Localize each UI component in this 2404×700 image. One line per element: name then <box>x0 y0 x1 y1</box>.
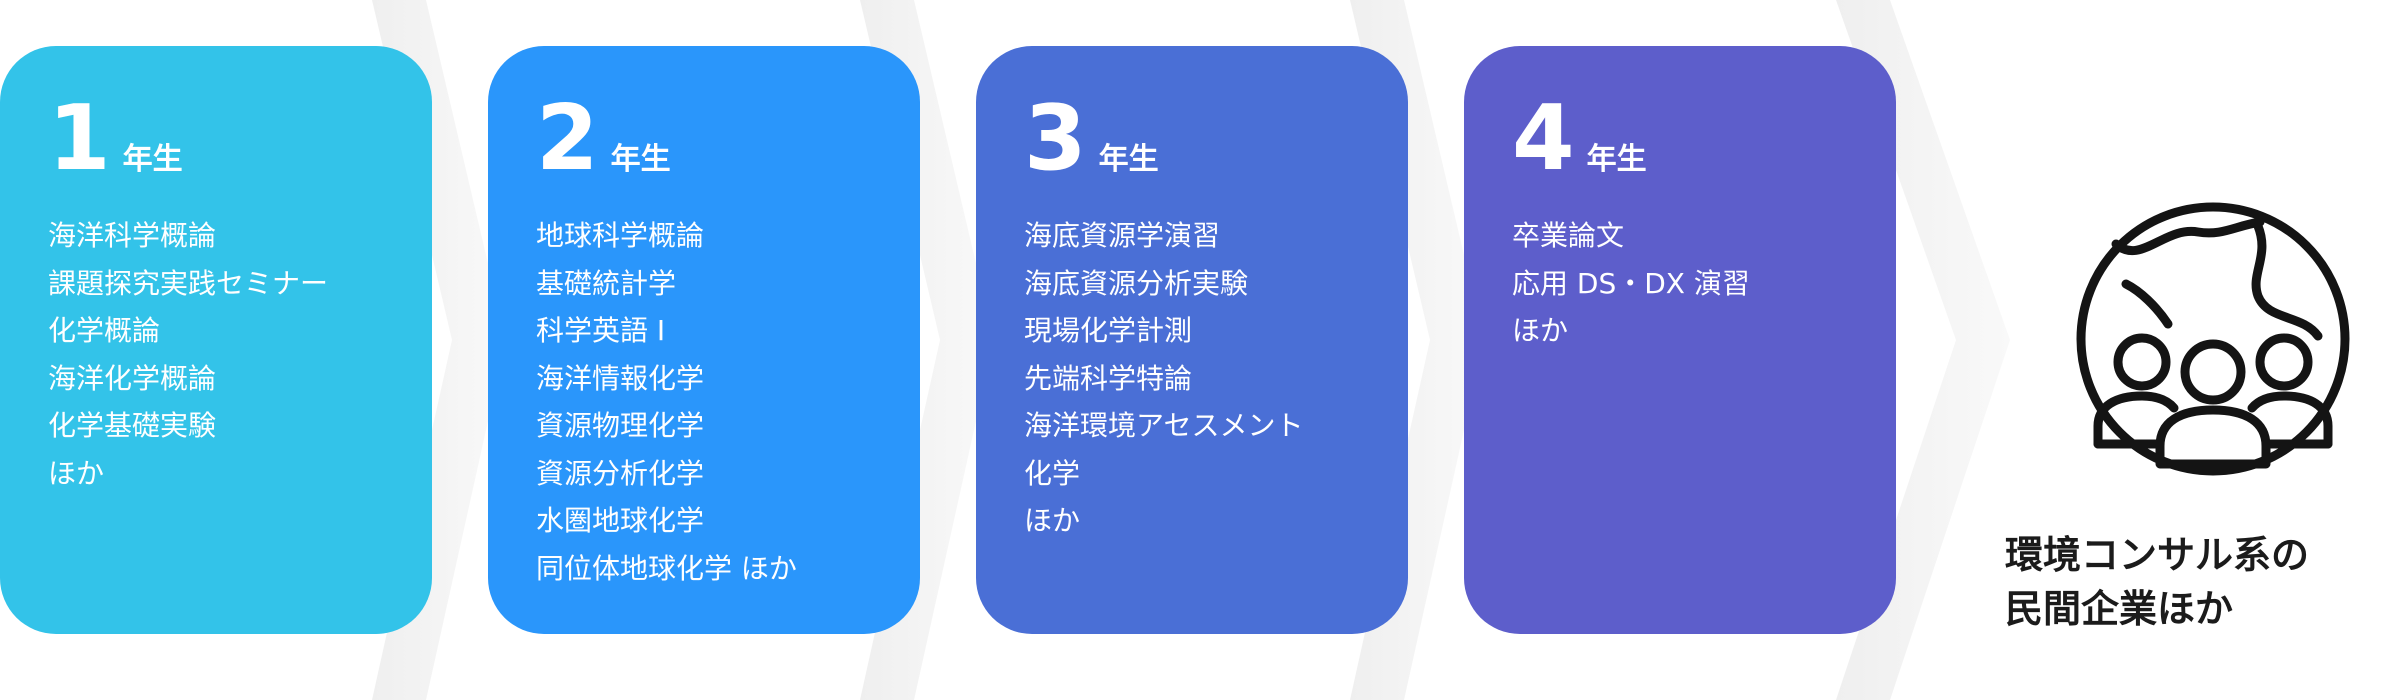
year-heading: 4 年生 <box>1512 94 1896 190</box>
year-card-1: 1 年生 海洋科学概論 課題探究実践セミナー 化学概論 海洋化学概論 化学基礎実… <box>0 46 432 634</box>
course-item: 基礎統計学 <box>536 266 677 300</box>
course-item: ほか <box>1024 504 1081 537</box>
year-suffix: 年生 <box>1586 142 1647 177</box>
year-card-2: 2 年生 地球科学概論 基礎統計学 科学英語 I 海洋情報化学 資源物理化学 資… <box>488 46 920 634</box>
course-item: 海底資源分析実験 <box>1024 266 1249 300</box>
globe-people-icon <box>2076 202 2350 476</box>
course-item: 現場化学計測 <box>1024 314 1193 347</box>
course-item: 卒業論文 <box>1512 219 1625 252</box>
course-list: 海洋科学概論 課題探究実践セミナー 化学概論 海洋化学概論 化学基礎実験 ほか <box>48 212 432 497</box>
course-list: 卒業論文 応用 DS・DX 演習 ほか <box>1512 212 1896 355</box>
year-number: 2 <box>536 86 599 191</box>
course-item: 化学基礎実験 <box>48 409 217 442</box>
course-item: 海洋化学概論 <box>48 361 217 395</box>
outcome-label: 環境コンサル系の 民間企業ほか <box>2005 528 2404 636</box>
course-list: 海底資源学演習 海底資源分析実験 現場化学計測 先端科学特論 海洋環境アセスメン… <box>1024 212 1408 545</box>
year-heading: 1 年生 <box>48 94 432 190</box>
year-suffix: 年生 <box>1098 142 1159 177</box>
course-item: 海底資源学演習 <box>1024 219 1221 252</box>
course-item: 応用 DS・DX 演習 <box>1512 266 1750 300</box>
course-item: 同位体地球化学 ほか <box>536 551 797 585</box>
course-item: 海洋科学概論 <box>48 219 217 252</box>
outcome-label-line-1: 環境コンサル系の <box>2005 533 2310 577</box>
year-heading: 3 年生 <box>1024 94 1408 190</box>
year-suffix: 年生 <box>610 142 671 177</box>
course-item: 地球科学概論 <box>536 219 705 252</box>
year-card-3: 3 年生 海底資源学演習 海底資源分析実験 現場化学計測 先端科学特論 海洋環境… <box>976 46 1408 634</box>
year-number: 1 <box>48 86 111 191</box>
year-card-4: 4 年生 卒業論文 応用 DS・DX 演習 ほか <box>1464 46 1896 634</box>
year-number: 3 <box>1024 86 1087 191</box>
course-item: 水圏地球化学 <box>536 504 705 537</box>
course-item: 海洋環境アセスメント <box>1024 409 1304 442</box>
year-heading: 2 年生 <box>536 94 920 190</box>
course-item: 課題探究実践セミナー <box>48 266 329 300</box>
course-item: 化学概論 <box>48 314 161 347</box>
outcome-label-line-2: 民間企業ほか <box>2005 587 2234 631</box>
course-list: 地球科学概論 基礎統計学 科学英語 I 海洋情報化学 資源物理化学 資源分析化学… <box>536 212 920 592</box>
course-item: 化学 <box>1024 456 1081 490</box>
course-item: 科学英語 I <box>536 314 666 347</box>
chevron-arrow-1 <box>372 0 506 700</box>
chevron-arrow-4 <box>1836 0 2010 700</box>
course-item: 先端科学特論 <box>1024 361 1193 395</box>
chevron-arrow-3 <box>1350 0 1484 700</box>
chevron-arrow-2 <box>860 0 994 700</box>
course-item: ほか <box>48 456 105 490</box>
course-item: ほか <box>1512 314 1569 347</box>
year-suffix: 年生 <box>122 142 183 177</box>
year-number: 4 <box>1512 86 1575 191</box>
course-item: 資源分析化学 <box>536 456 705 490</box>
course-item: 資源物理化学 <box>536 409 705 442</box>
course-item: 海洋情報化学 <box>536 361 705 395</box>
